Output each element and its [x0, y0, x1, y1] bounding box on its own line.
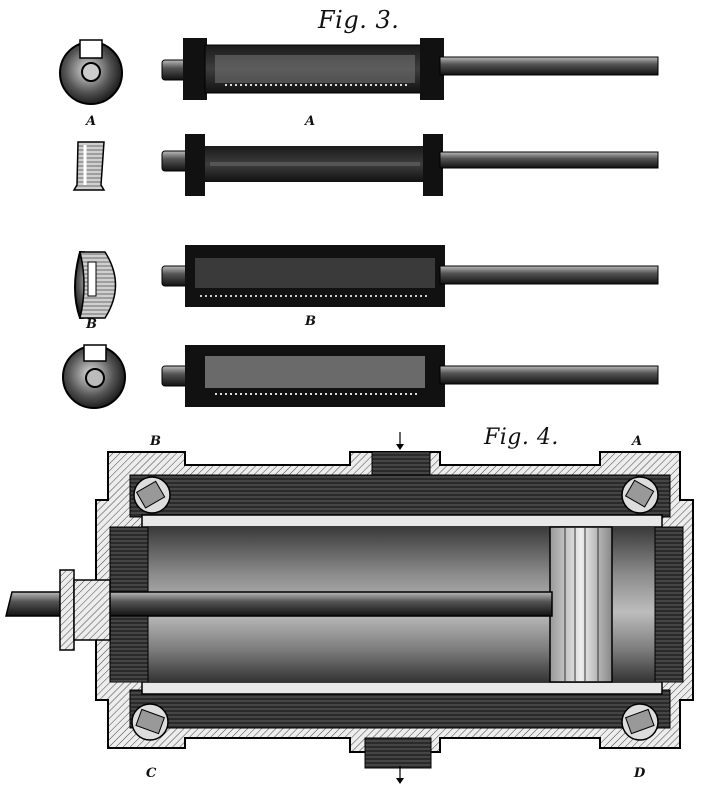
fig4-title: Fig. 4.: [484, 425, 559, 450]
fig3-disc-a: [59, 39, 123, 105]
fig4-corner-d: D: [634, 766, 646, 781]
fig3-disc-half-b: [74, 250, 117, 320]
fig3-label-b-center: B: [305, 314, 316, 329]
fig3-valve-rod-1: [161, 38, 659, 100]
fig3-disc-b: [62, 344, 126, 409]
fig3-title: Fig. 3.: [318, 6, 400, 34]
fig3-valve-rod-4: [161, 345, 659, 407]
fig4-corner-a: A: [632, 434, 643, 449]
fig3-label-a-center: A: [305, 114, 316, 129]
fig4-cylinder-section: [5, 432, 694, 784]
fig3-valve-rod-3: [161, 245, 659, 307]
fig3-label-a-left: A: [86, 114, 97, 129]
fig4-corner-c: C: [146, 766, 157, 781]
fig4-corner-b: B: [150, 434, 161, 449]
fig3-label-b-left: B: [86, 317, 97, 332]
fig3-bushing: [72, 141, 106, 191]
fig3-valve-rod-2: [161, 134, 659, 196]
